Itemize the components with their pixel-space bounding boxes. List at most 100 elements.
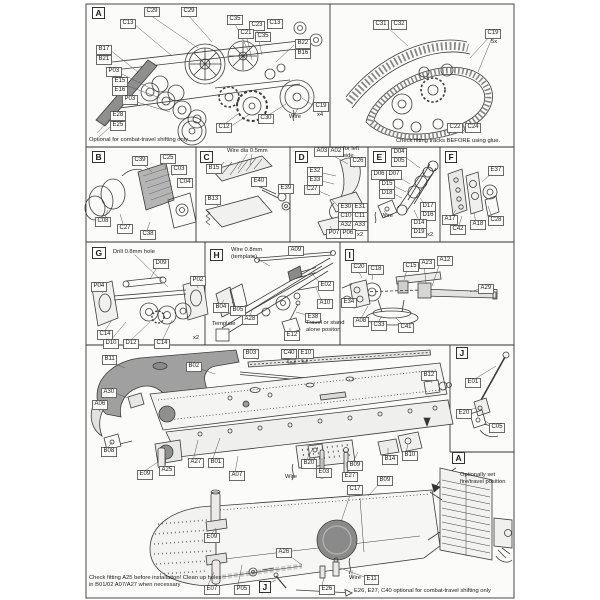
part-label-c29-13: C29 [144, 7, 161, 17]
part-label-b02-122: B02 [186, 362, 202, 372]
part-label-c17-146: C17 [347, 485, 364, 495]
part-label-a10-100: A10 [317, 299, 333, 309]
part-label-c38-49: C38 [140, 230, 157, 240]
part-label-a08-115: A08 [353, 317, 369, 327]
part-label-b09-142: B09 [377, 476, 393, 486]
part-label-d18-76: D18 [379, 189, 396, 199]
note-check-fitting-tracks-bef-42: Check fitting tracks BEFORE using glue. [396, 138, 501, 144]
note-optionally-set-fire-trav-143: Optionally set fire/travel position [460, 472, 506, 485]
panel-tracks-drawing [345, 39, 493, 141]
part-label-c13-17: C13 [267, 19, 284, 29]
part-label-p05-148: P05 [234, 585, 250, 595]
part-label-b04-102: B04 [213, 303, 229, 313]
note-drill-0-8mm-hole-88: Drill 0.8mm hole [113, 249, 155, 255]
panel-f-drawing [447, 168, 500, 217]
part-label-e40-52: E40 [251, 177, 267, 187]
part-label-e25-29: E25 [110, 121, 126, 131]
note-wire-136: Wire [285, 474, 297, 480]
part-label-e34-114: E34 [341, 298, 357, 308]
note-e26-e27-c40-optional-for-153: E26, E27, C40 optional for combat-travel… [354, 588, 491, 594]
part-label-e26-149: E26 [319, 585, 335, 595]
panel-letter-j-9: J [456, 347, 468, 359]
note-wire-dia-0-5mm-50: Wire dia 0.5mm [227, 148, 268, 154]
part-label-b13-54: B13 [205, 195, 221, 205]
part-label-e28-28: E28 [110, 111, 126, 121]
part-label-a09-98: A09 [288, 246, 304, 256]
part-label-b20-135: B20 [301, 459, 317, 469]
part-label-b11-121: B11 [102, 355, 118, 365]
part-label-a30-127: A30 [101, 388, 117, 398]
part-label-c23-16: C23 [249, 21, 266, 31]
part-label-c27-48: C27 [117, 224, 134, 234]
part-label-c21-18: C21 [238, 29, 255, 39]
part-label-b03-123: B03 [243, 349, 259, 359]
part-label-c04-46: C04 [177, 178, 194, 188]
note-x2-82: x2 [427, 232, 434, 238]
panel-b-drawing [84, 162, 197, 229]
note-wire-150: Wire [349, 575, 361, 581]
part-label-b15-51: B15 [206, 164, 222, 174]
part-label-a28-104: A28 [242, 315, 258, 325]
part-label-c35-19: C35 [255, 32, 272, 42]
part-label-c33-116: C33 [371, 321, 388, 331]
note-x2-96: x2 [193, 335, 200, 341]
panel-letter-c-2: C [200, 151, 214, 163]
part-label-p06-69: P06 [340, 229, 356, 239]
part-label-d07-74: D07 [386, 170, 403, 180]
panel-j-drawing [469, 351, 510, 438]
note-wire-32: Wire [289, 114, 301, 120]
note-wire-79: Wire [381, 213, 393, 219]
part-label-a27-132: A27 [188, 458, 204, 468]
part-label-a23-111: A23 [419, 259, 435, 269]
part-label-p03-24: P03 [106, 67, 122, 77]
part-label-c14-95: C14 [154, 339, 171, 349]
part-label-e39-53: E39 [278, 184, 294, 194]
part-label-e16-26: E16 [112, 86, 128, 96]
part-label-c32-37: C32 [391, 20, 408, 30]
note-check-fitting-a25-before-152: Check fitting A25 before installation! C… [89, 575, 222, 588]
part-label-e12-107: E12 [284, 331, 300, 341]
part-label-a29-113: A29 [478, 284, 494, 294]
part-label-c18-109: C18 [368, 265, 385, 275]
part-label-d16-78: D16 [420, 211, 437, 221]
part-label-e11-151: E11 [364, 575, 380, 585]
part-label-p04-90: P04 [91, 282, 107, 292]
panel-letter-i-8: I [345, 249, 355, 261]
part-label-c05-120: C05 [489, 423, 506, 433]
panel-letter-a-0: A [92, 7, 106, 19]
part-label-c03-45: C03 [171, 165, 188, 175]
part-label-c22-40: C22 [447, 123, 464, 133]
part-label-e37-83: E37 [488, 166, 504, 176]
panel-c-drawing [205, 155, 291, 228]
note-optional-for-combat-trav-35: Optional for combat-travel shifting only [89, 137, 188, 143]
part-label-c40-124: C40 [281, 349, 298, 359]
part-label-c19-38: C19 [485, 29, 502, 39]
part-label-a26-145: A26 [276, 548, 292, 558]
part-label-c15-110: C15 [403, 262, 420, 272]
part-label-b12-126: B12 [421, 371, 437, 381]
part-label-e10-125: E10 [298, 349, 314, 359]
part-label-b09-139: B09 [347, 461, 363, 471]
note-travel-or-stand-alone-po-105: Travel or stand alone positon [306, 320, 345, 333]
part-label-c24-41: C24 [465, 123, 482, 133]
part-label-d06-73: D06 [371, 170, 388, 180]
part-label-e20-119: E20 [456, 409, 472, 419]
panel-letter-e-4: E [373, 151, 386, 163]
panel-letter-a-10: A [452, 452, 466, 464]
panel-letter-j-11: J [259, 581, 271, 593]
part-label-a06-128: A06 [92, 400, 108, 410]
upper-hull-drawing [90, 349, 457, 493]
part-label-e02-99: E02 [318, 281, 334, 291]
panel-letter-g-6: G [92, 247, 106, 259]
part-label-b17-22: B17 [96, 45, 112, 55]
part-label-e07-147: E07 [204, 585, 220, 595]
part-label-c42-85: C42 [450, 225, 467, 235]
panel-a-drawing [95, 21, 323, 146]
panel-letter-d-3: D [295, 151, 309, 163]
part-label-c19-33: C19 [313, 102, 330, 112]
part-label-c35-15: C35 [227, 15, 244, 25]
part-label-b08-129: B08 [101, 447, 117, 457]
